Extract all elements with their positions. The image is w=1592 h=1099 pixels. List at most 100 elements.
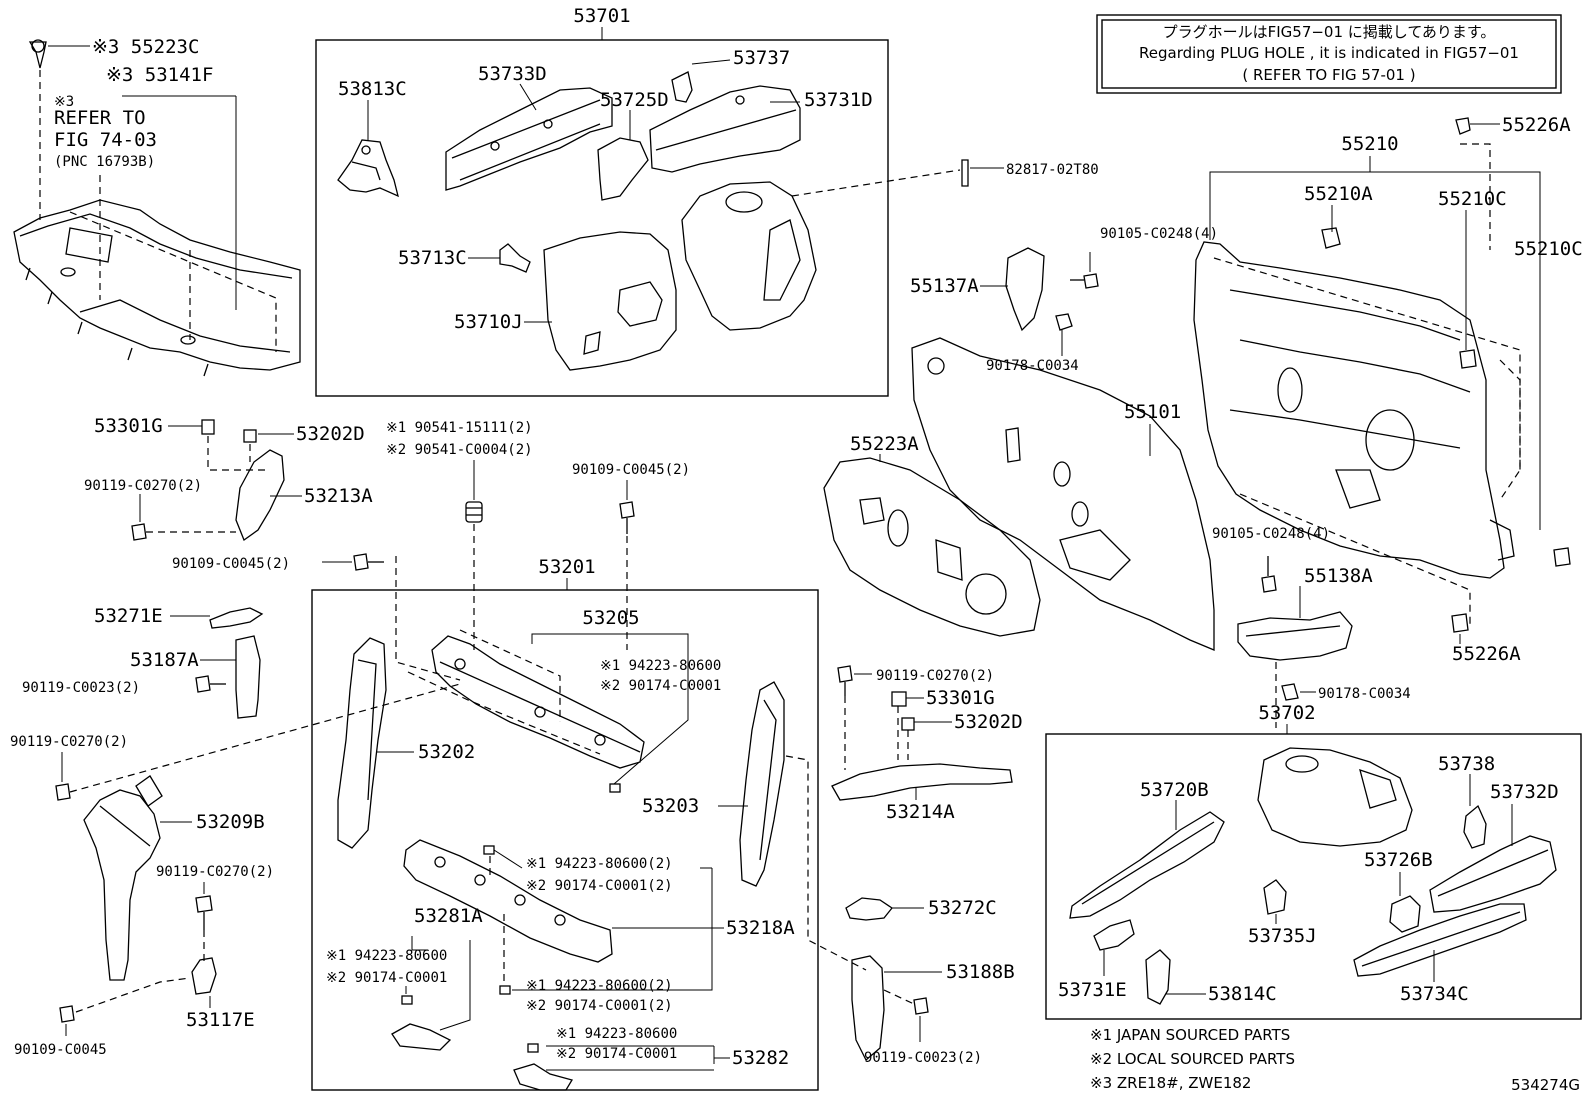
label-55210A: 55210A [1304,183,1373,205]
part-53271E-shape [209,607,264,629]
bolt-90105-bottom [1261,556,1277,593]
part-53702-apron-shape [1257,747,1413,847]
label-53813C: 53813C [338,78,407,100]
part-53209B-shape [83,775,163,981]
label-53282: 53282 [732,1047,789,1069]
label-55210C-b: 55210C [1514,238,1583,260]
label-53725D: 53725D [600,89,669,111]
label-53213A: 53213A [304,485,373,507]
label-53209B: 53209B [196,811,265,833]
part-55137A-shape [1005,247,1045,332]
part-53218A-shape [403,839,613,963]
label-55226A-top: 55226A [1502,114,1571,136]
label-53301G-right: 53301G [926,687,995,709]
label-53202D-left: 53202D [296,423,365,445]
notice-line-1: プラグホールはFIG57−01 に掲載してあります。 [1163,23,1496,41]
group-box-53702 [1045,733,1582,1020]
label-53720B: 53720B [1140,779,1209,801]
label-94223-b1: ※1 94223-80600(2) [526,856,673,872]
part-53202D-left-shape [243,429,257,443]
cushion-90541 [465,501,483,523]
label-90119-c0270-a: 90119-C0270(2) [84,478,202,494]
label-53731D: 53731D [804,89,873,111]
part-53713C-shape [499,243,531,273]
label-55138A: 55138A [1304,565,1373,587]
label-53218A: 53218A [726,917,795,939]
part-53202D-right-shape [901,717,915,731]
label-53814C: 53814C [1208,983,1277,1005]
label-90119-c0270-d: 90119-C0270(2) [876,668,994,684]
svg-text:FIG 74-03: FIG 74-03 [54,129,157,151]
part-53281A-shape [391,1023,452,1051]
refer-fig-74-03: ※3 REFER TO FIG 74-03 (PNC 16793B) [54,94,157,170]
label-53731E: 53731E [1058,979,1127,1001]
label-53710J: 53710J [454,311,523,333]
nut-53205 [609,783,621,793]
plug-hole-notice: プラグホールはFIG57−01 に掲載してあります。 Regarding PLU… [1096,14,1562,94]
part-53202-shape [337,637,387,849]
group-box-53201 [311,589,819,1091]
part-53213A-shape [235,449,285,542]
part-53117E-shape [191,957,217,995]
part-53141F-shape [13,199,301,377]
bolt-90119-c0270-d [837,665,853,696]
label-55137A: 55137A [910,275,979,297]
label-55210C-a: 55210C [1438,188,1507,210]
label-94223-a1: ※1 94223-80600 [600,658,721,674]
label-90109-c0045-b: 90109-C0045(2) [572,462,690,478]
label-53734C: 53734C [1400,983,1469,1005]
part-53282-shape [513,1063,573,1091]
clip-55210C-right [1553,547,1571,567]
label-90119-c0023-a: 90119-C0023(2) [22,680,140,696]
legend-item-3: ※3 ZRE18#, ZWE182 [1090,1074,1251,1092]
label-53301G-left: 53301G [94,415,163,437]
nut-90178-bottom [1281,683,1299,701]
clip-55210C [1459,349,1477,369]
part-53188B-shape [851,955,885,1062]
nut-90178-top [1055,313,1073,331]
label-53737: 53737 [733,47,790,69]
nut-53281A [401,995,413,1005]
part-53738-shape [1463,804,1487,849]
label-90119-c0023-b: 90119-C0023(2) [864,1050,982,1066]
label-94223-d1: ※1 94223-80600(2) [526,978,673,994]
legend-item-1: ※1 JAPAN SOURCED PARTS [1090,1026,1290,1044]
part-53735J-shape [1263,879,1287,915]
label-53701: 53701 [573,5,630,27]
part-55138A-shape [1237,611,1353,661]
bolt-90119-c0270-a [131,523,147,541]
label-53271E: 53271E [94,605,163,627]
label-53735J: 53735J [1248,925,1317,947]
label-94223-e1: ※1 94223-80600 [556,1026,677,1042]
part-53725D-shape [597,137,649,201]
label-53202: 53202 [418,741,475,763]
label-90541-2: ※2 90541-C0004(2) [386,442,533,458]
bolt-90105-top [1070,273,1099,289]
part-82817-shape [961,159,969,187]
bolt-90109-c0045-a [353,553,384,571]
part-55223A-shape [823,457,1041,637]
label-55223A: 55223A [850,433,919,455]
svg-text:※3: ※3 [54,94,74,110]
part-55210-shape [1193,241,1515,579]
label-53214A: 53214A [886,801,955,823]
label-90105-bottom: 90105-C0248(4) [1212,526,1330,542]
label-90109-c0045-a: 90109-C0045(2) [172,556,290,572]
part-53205-shape [431,635,645,769]
label-53188B: 53188B [946,961,1015,983]
part-53203-shape [739,681,785,887]
label-53201: 53201 [538,556,595,578]
label-53205: 53205 [582,607,639,629]
label-53713C: 53713C [398,247,467,269]
part-53187A-shape [235,635,261,719]
nut-53282 [527,1043,539,1053]
label-53187A: 53187A [130,649,199,671]
svg-text:REFER TO: REFER TO [54,107,146,129]
part-front-apron-shape [681,181,817,331]
part-55223C-shape [28,39,47,69]
label-53738: 53738 [1438,753,1495,775]
part-53731D-shape [649,85,801,173]
label-53272C: 53272C [928,897,997,919]
